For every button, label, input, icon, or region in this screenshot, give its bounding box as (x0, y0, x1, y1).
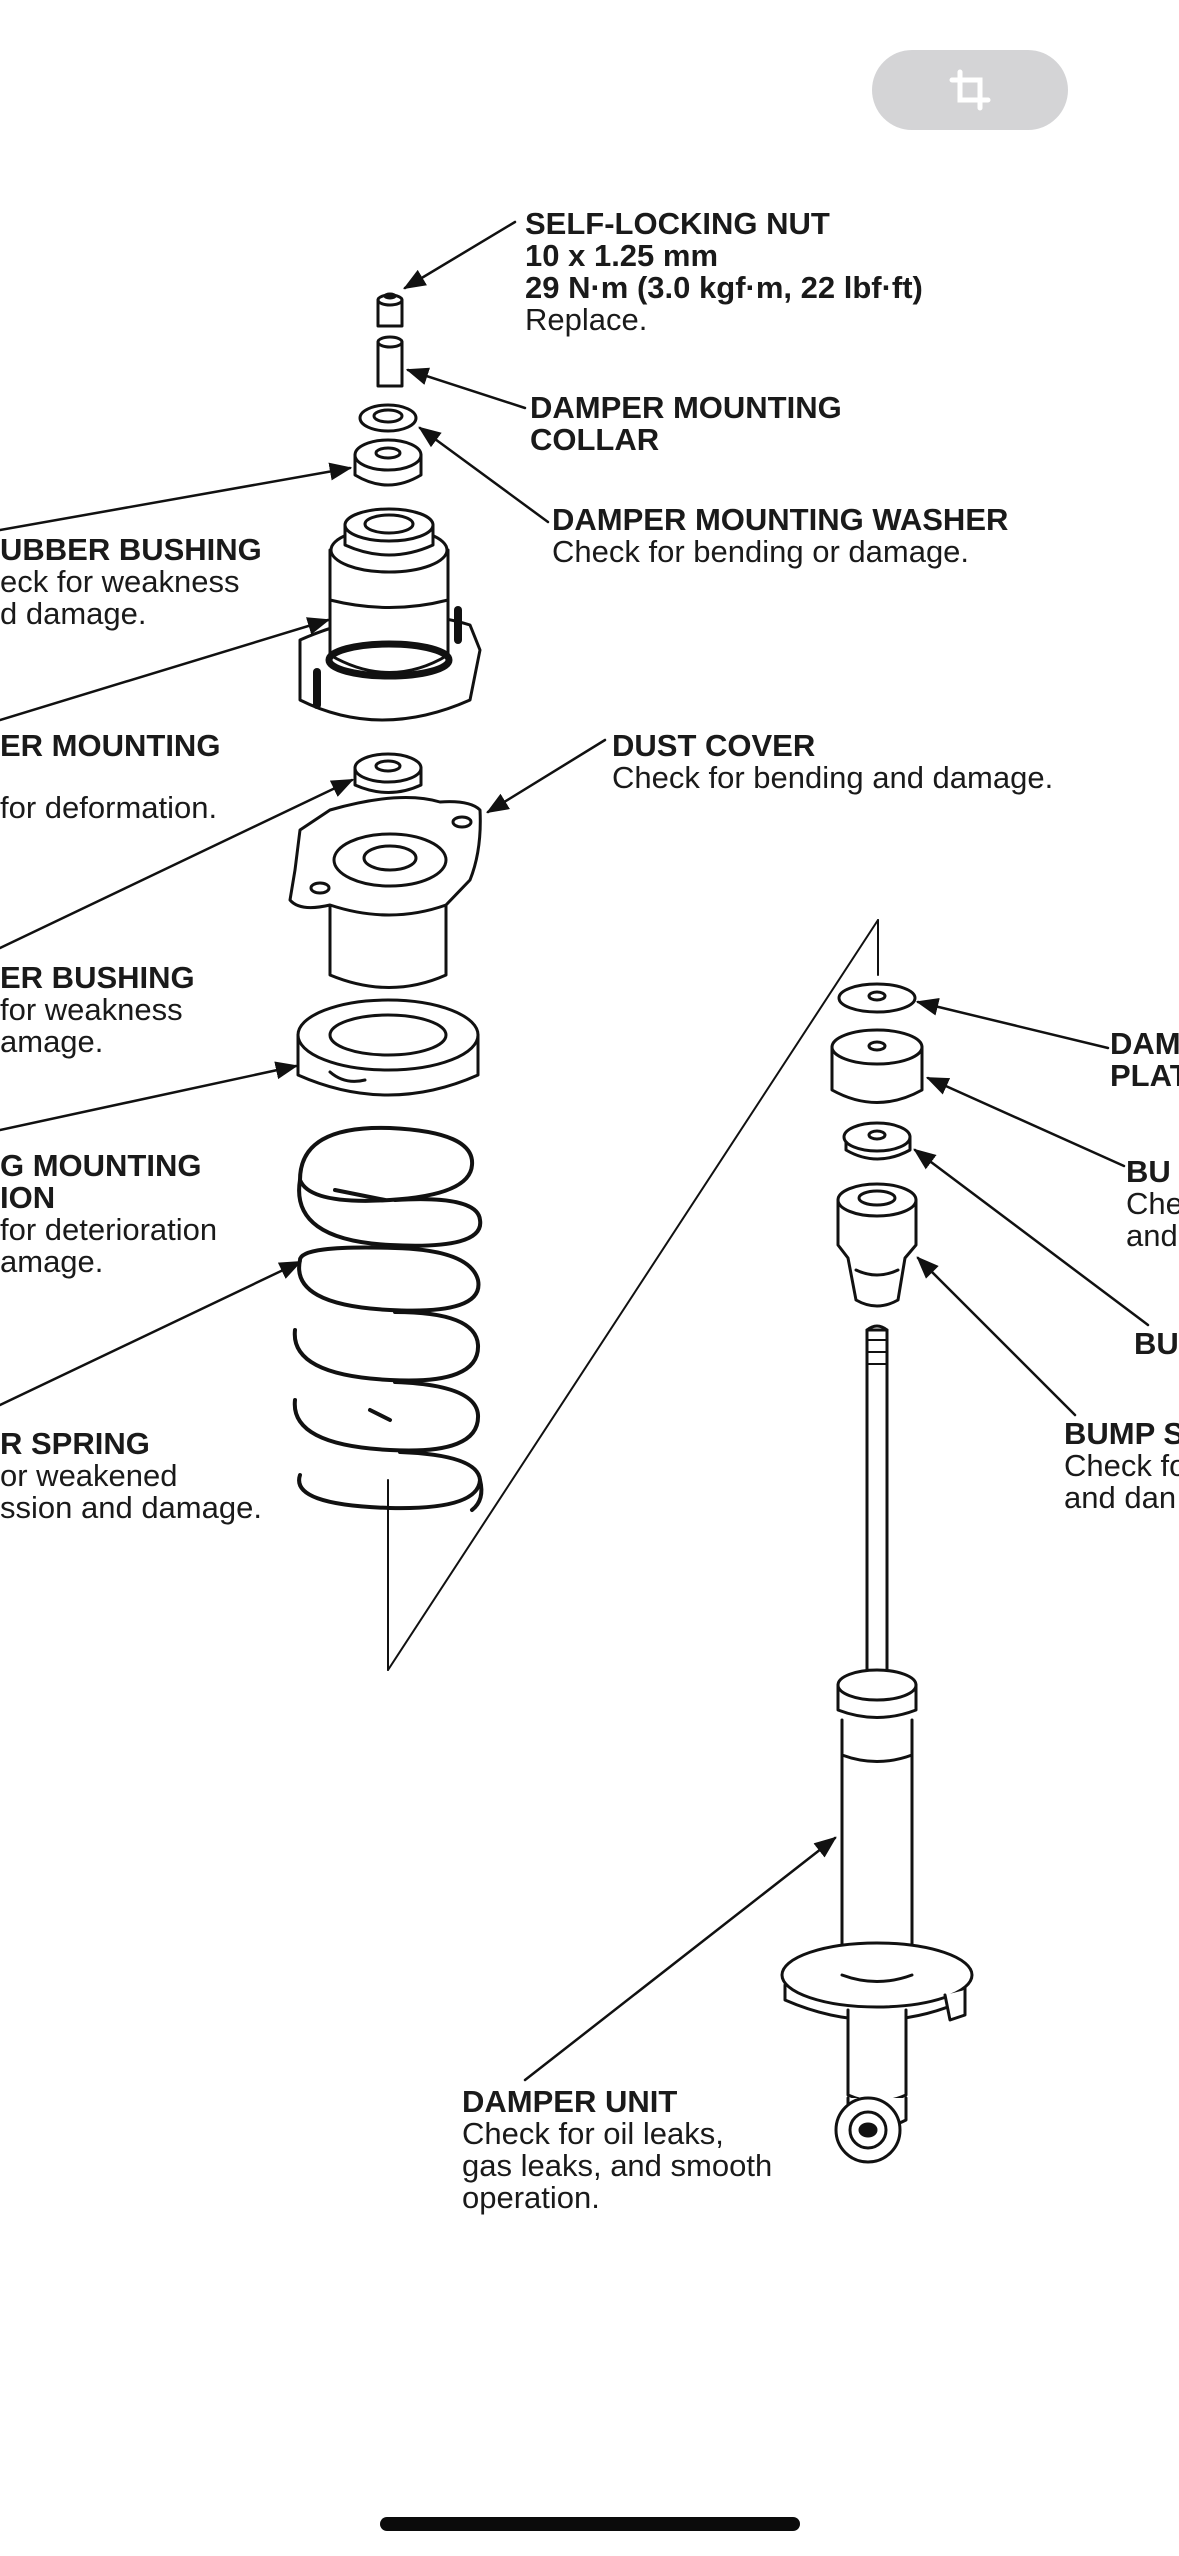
bump-stop-desc-2: and (1126, 1218, 1178, 1253)
bump-stop-cap-title: BUMP S (1064, 1416, 1179, 1451)
bump-stop-plate-title: BU (1134, 1326, 1179, 1361)
guide-lines (387, 919, 879, 1671)
callout-self-locking-nut: SELF-LOCKING NUT 10 x 1.25 mm 29 N·m (3.… (525, 208, 923, 336)
spring-mounting-cushion-desc-2: amage. (0, 1244, 104, 1279)
bump-stop-title: BU (1126, 1154, 1171, 1189)
callout-leaders (0, 220, 1150, 2082)
dust-cover-title: DUST COVER (612, 728, 816, 763)
callout-lower-bushing: ER BUSHING for weakness amage. (0, 962, 195, 1058)
spring-desc-1: or weakened (0, 1458, 178, 1493)
callout-damper-mounting-washer: DAMPER MOUNTING WASHER Check for bending… (552, 504, 1008, 568)
callout-dust-cover: DUST COVER Check for bending and damage. (612, 730, 1053, 794)
damper-mounting-collar-title-1: DAMPER MOUNTING (530, 390, 842, 425)
spring-desc-2: ssion and damage. (0, 1490, 262, 1525)
damper-unit-desc-2: gas leaks, and smooth (462, 2148, 773, 2183)
upper-rubber-bushing-title: UBBER BUSHING (0, 532, 262, 567)
callout-upper-rubber-bushing: UBBER BUSHING eck for weakness d damage. (0, 534, 262, 630)
damper-unit-desc-3: operation. (462, 2180, 600, 2215)
bump-stop-part (830, 1028, 924, 1104)
callout-bump-stop-cap: BUMP S Check fo and dan (1064, 1418, 1179, 1514)
crop-icon (949, 69, 991, 111)
callout-bump-stop: BU Che and (1126, 1156, 1179, 1252)
crop-button[interactable] (872, 50, 1068, 130)
damper-unit-part (780, 1324, 974, 2164)
bump-stop-cap-desc-2: and dan (1064, 1480, 1177, 1515)
upper-rubber-bushing-desc-2: d damage. (0, 596, 147, 631)
lower-bushing-part (353, 752, 423, 794)
damper-plate-title-1: DAM (1110, 1026, 1179, 1061)
self-locking-nut-title: SELF-LOCKING NUT (525, 206, 830, 241)
callout-damper-unit: DAMPER UNIT Check for oil leaks, gas lea… (462, 2086, 772, 2214)
callout-damper-plate: DAM PLAT (1110, 1028, 1179, 1092)
dust-cover-desc: Check for bending and damage. (612, 760, 1054, 795)
damper-unit-title: DAMPER UNIT (462, 2084, 678, 2119)
bump-stop-plate-part (842, 1121, 912, 1161)
damper-unit-desc-1: Check for oil leaks, (462, 2116, 724, 2151)
upper-rubber-bushing-part (353, 438, 423, 487)
spring-mounting-cushion-part (296, 998, 480, 1097)
damper-mounting-washer-title: DAMPER MOUNTING WASHER (552, 502, 1009, 537)
damper-mounting-collar-title-2: COLLAR (530, 422, 660, 457)
lower-bushing-desc-2: amage. (0, 1024, 104, 1059)
damper-mounting-washer-part (358, 403, 418, 433)
upper-mounting-desc: for deformation. (0, 790, 218, 825)
damper-mounting-washer-desc: Check for bending or damage. (552, 534, 970, 569)
home-indicator[interactable] (380, 2517, 800, 2531)
spring-mounting-cushion-desc-1: for deterioration (0, 1212, 218, 1247)
upper-mounting-title: ER MOUNTING (0, 728, 221, 763)
upper-rubber-bushing-desc-1: eck for weakness (0, 564, 240, 599)
lower-bushing-desc-1: for weakness (0, 992, 183, 1027)
callout-bump-stop-plate: BU (1134, 1328, 1179, 1360)
bump-stop-cap-part (836, 1182, 918, 1308)
bump-stop-desc-1: Che (1126, 1186, 1179, 1221)
callout-upper-mounting: ER MOUNTING for deformation. (0, 730, 220, 824)
spring-mounting-cushion-title-1: G MOUNTING (0, 1148, 202, 1183)
spring-mounting-cushion-title-2: ION (0, 1180, 56, 1215)
bump-stop-cap-desc-1: Check fo (1064, 1448, 1179, 1483)
self-locking-nut-spec-size: 10 x 1.25 mm (525, 238, 719, 273)
coil-spring-part (292, 1125, 484, 1512)
self-locking-nut-spec-torque: 29 N·m (3.0 kgf·m, 22 lbf·ft) (525, 270, 923, 305)
callout-spring-mounting-cushion: G MOUNTING ION for deterioration amage. (0, 1150, 217, 1278)
callout-spring: R SPRING or weakened ssion and damage. (0, 1428, 262, 1524)
self-locking-nut-part (376, 292, 404, 328)
self-locking-nut-desc: Replace. (525, 302, 648, 337)
damper-mounting-collar-part (376, 335, 404, 388)
callout-damper-mounting-collar: DAMPER MOUNTING COLLAR (530, 392, 842, 456)
damper-plate-title-2: PLAT (1110, 1058, 1179, 1093)
upper-mounting-part (298, 507, 482, 722)
dust-cover-part (288, 796, 482, 989)
spring-title: R SPRING (0, 1426, 150, 1461)
lower-bushing-title: ER BUSHING (0, 960, 195, 995)
damper-plate-part (837, 982, 917, 1014)
